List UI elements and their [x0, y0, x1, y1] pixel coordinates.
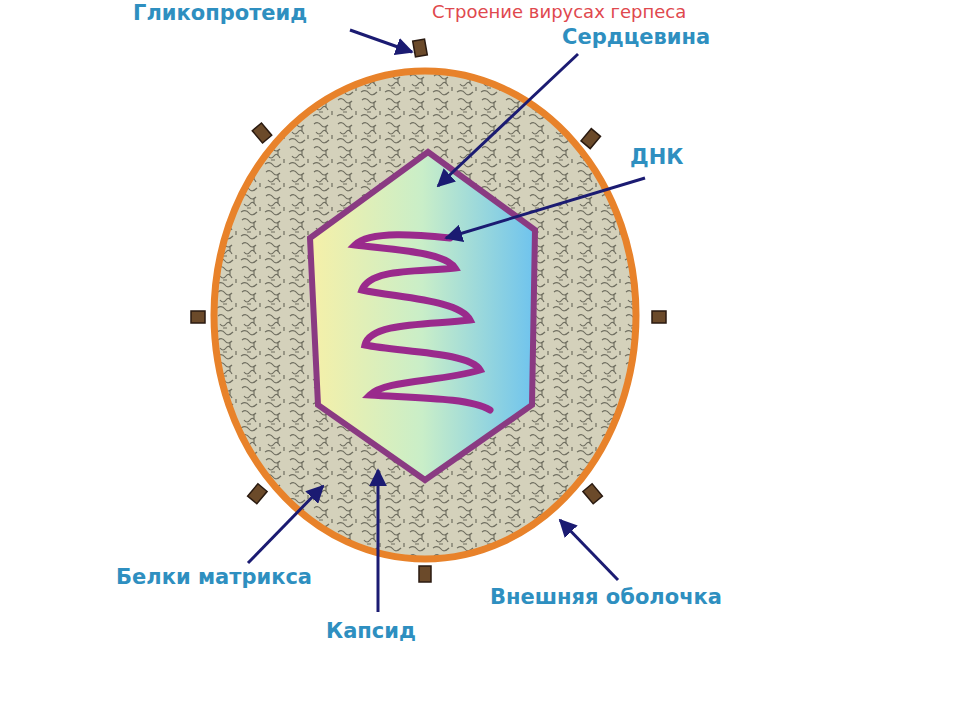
outer-envelope [214, 71, 636, 559]
dna-strand [355, 235, 490, 410]
envelope-label: Внешняя оболочка [490, 586, 722, 609]
title: Строение вирусах герпеса [432, 2, 686, 22]
glycoprotein-label: Гликопротеид [133, 2, 307, 25]
capsid-label: Капсид [326, 620, 416, 643]
matrix-label: Белки матрикса [116, 566, 312, 589]
dna-label: ДНК [630, 146, 683, 169]
core-label: Сердцевина [562, 26, 710, 49]
capsid [310, 152, 535, 480]
leader-lines [248, 30, 645, 612]
glycoproteins [191, 39, 666, 582]
